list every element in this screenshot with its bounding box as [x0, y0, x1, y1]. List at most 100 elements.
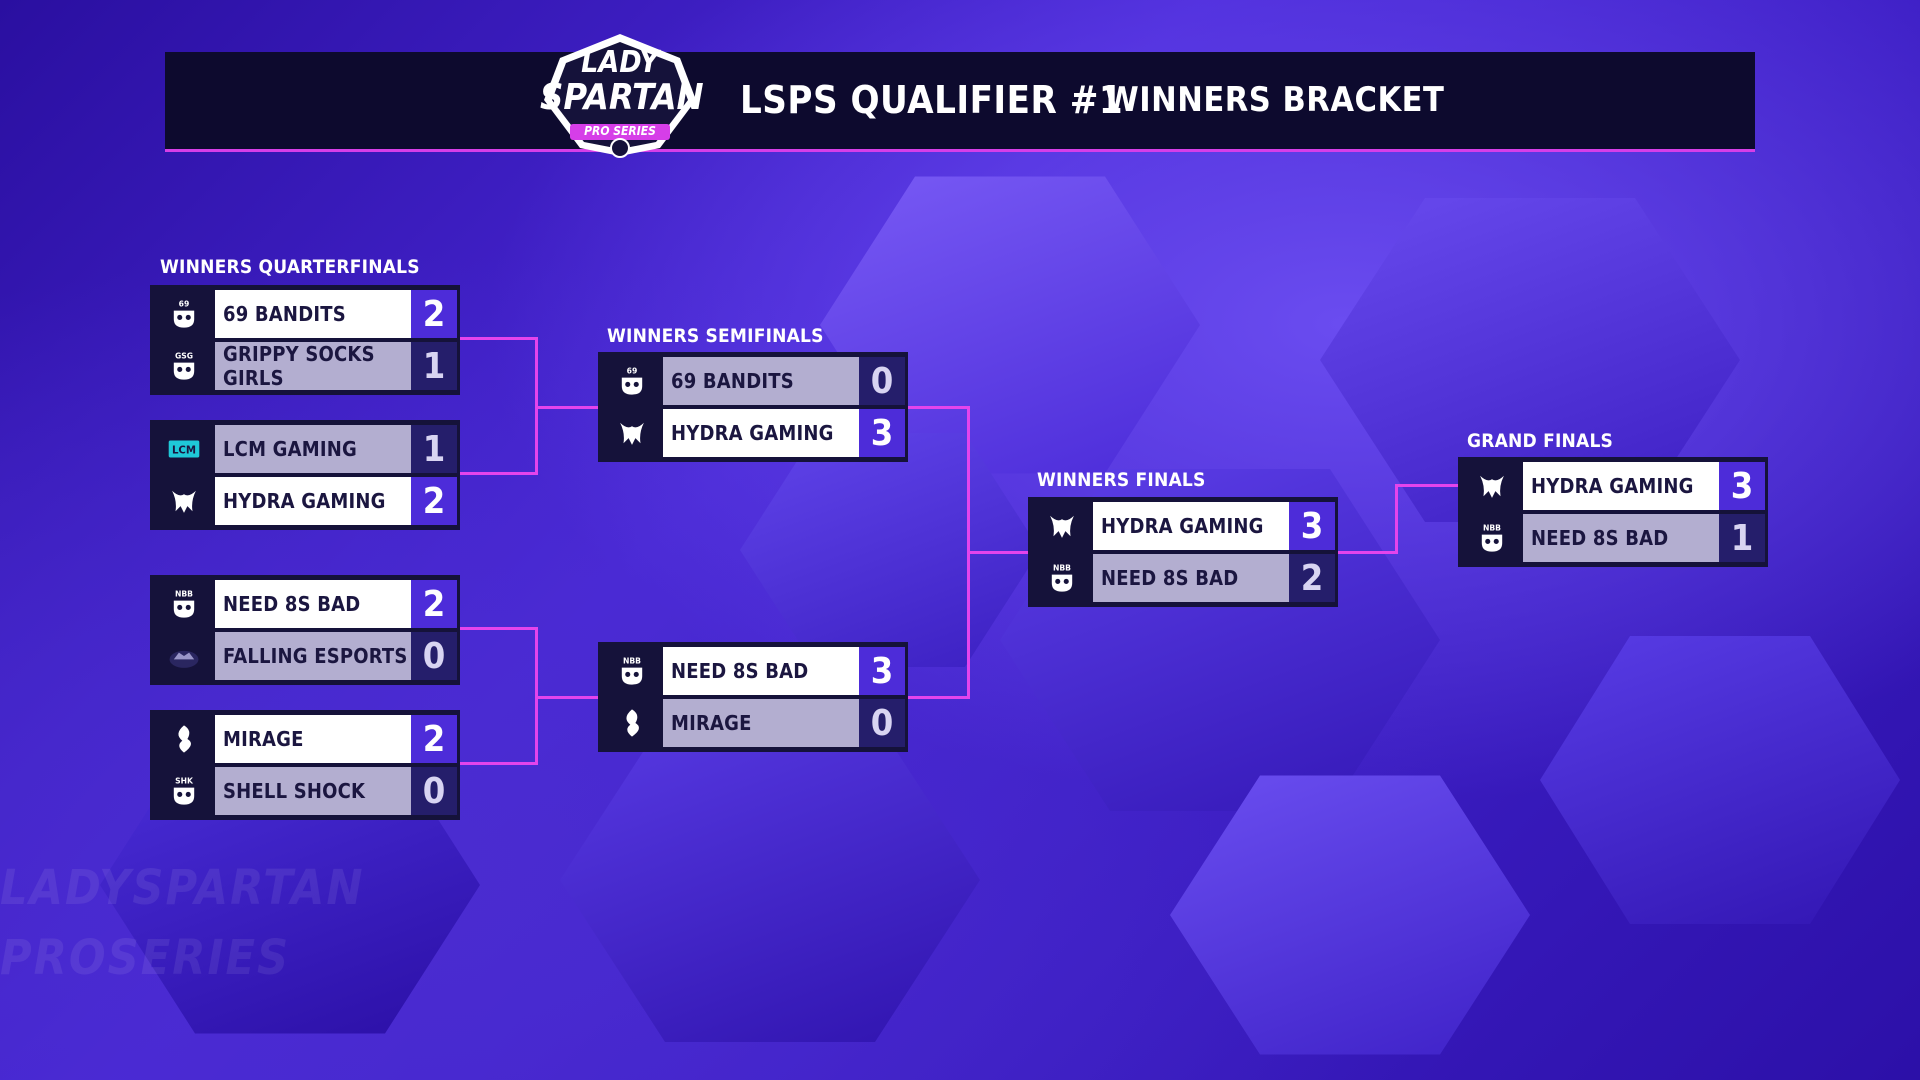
team-name: HYDRA GAMING [1523, 462, 1719, 510]
team-name: NEED 8S BAD [1523, 514, 1719, 562]
team-score: 0 [411, 767, 457, 815]
hydra-gaming-logo [601, 407, 663, 459]
logo-line2: SPARTAN [540, 77, 704, 118]
team-score: 0 [859, 699, 905, 747]
team-name: HYDRA GAMING [215, 477, 411, 525]
round-label-quarterfinals: WINNERS QUARTERFINALS [160, 256, 420, 278]
team-name: LCM GAMING [215, 425, 411, 473]
team-name: HYDRA GAMING [663, 409, 859, 457]
team-name: NEED 8S BAD [1093, 554, 1289, 602]
team-score: 3 [1289, 502, 1335, 550]
bg-hexagon [740, 433, 1040, 667]
bg-hexagon [1170, 775, 1530, 1055]
bg-hexagon [560, 718, 980, 1042]
team-score: 0 [859, 357, 905, 405]
team-name: MIRAGE [663, 699, 859, 747]
69-bandits-logo: 69 [153, 288, 215, 340]
svg-text:69: 69 [627, 366, 638, 375]
svg-text:SHK: SHK [175, 776, 194, 785]
round-label-finals: WINNERS FINALS [1037, 469, 1206, 491]
falling-esports-logo [153, 630, 215, 682]
bg-watermark: LADYSPARTAN [0, 860, 365, 916]
team-name: FALLING ESPORTS [215, 632, 411, 680]
team-score: 3 [859, 647, 905, 695]
logo-line3: PRO SERIES [584, 124, 656, 138]
team-score: 3 [859, 409, 905, 457]
connector-line [535, 406, 600, 409]
svg-text:NBB: NBB [175, 589, 193, 598]
team-score: 2 [411, 290, 457, 338]
connector-line [908, 406, 970, 409]
need-8s-bad-logo: NBB [1031, 552, 1093, 604]
connector-line [460, 627, 538, 630]
logo-shield-icon [544, 34, 696, 158]
svg-text:NBB: NBB [1053, 563, 1071, 572]
bg-hexagon [1540, 636, 1900, 924]
team-score: 2 [411, 715, 457, 763]
connector-line [460, 337, 538, 340]
team-name: SHELL SHOCK [215, 767, 411, 815]
round-label-grand-finals: GRAND FINALS [1467, 430, 1614, 452]
need-8s-bad-logo: NBB [153, 578, 215, 630]
team-score: 3 [1719, 462, 1765, 510]
lady-spartan-logo: LADY SPARTAN PRO SERIES [540, 30, 704, 160]
team-name: GRIPPY SOCKS GIRLS [215, 342, 411, 390]
team-name: 69 BANDITS [215, 290, 411, 338]
connector-line [1395, 484, 1460, 487]
hydra-gaming-logo [1031, 500, 1093, 552]
need-8s-bad-logo: NBB [1461, 512, 1523, 564]
team-score: 1 [411, 425, 457, 473]
team-name: NEED 8S BAD [215, 580, 411, 628]
round-label-semifinals: WINNERS SEMIFINALS [607, 325, 824, 347]
connector-line [908, 696, 970, 699]
69-bandits-logo: 69 [601, 355, 663, 407]
mirage-logo [153, 713, 215, 765]
grippy-socks-girls-logo: GSG [153, 340, 215, 392]
connector-line [460, 472, 538, 475]
team-name: MIRAGE [215, 715, 411, 763]
need-8s-bad-logo: NBB [601, 645, 663, 697]
team-score: 1 [1719, 514, 1765, 562]
page-title: LSPS QUALIFIER #1 [740, 78, 1124, 122]
team-score: 2 [411, 477, 457, 525]
header-bar [165, 52, 1755, 152]
team-name: 69 BANDITS [663, 357, 859, 405]
team-score: 1 [411, 342, 457, 390]
logo-line1: LADY [581, 45, 659, 80]
team-score: 2 [1289, 554, 1335, 602]
connector-line [535, 696, 600, 699]
svg-text:LCM: LCM [172, 445, 196, 456]
page-subtitle: WINNERS BRACKET [1105, 80, 1445, 120]
hydra-gaming-logo [1461, 460, 1523, 512]
team-name: NEED 8S BAD [663, 647, 859, 695]
shell-shock-logo: SHK [153, 765, 215, 817]
connector-line [460, 762, 538, 765]
lcm-gaming-logo: LCM [153, 423, 215, 475]
connector-line [967, 551, 1030, 554]
mirage-logo [601, 697, 663, 749]
svg-text:GSG: GSG [175, 351, 193, 360]
bg-watermark: PROSERIES [0, 930, 291, 986]
team-score: 0 [411, 632, 457, 680]
team-score: 2 [411, 580, 457, 628]
